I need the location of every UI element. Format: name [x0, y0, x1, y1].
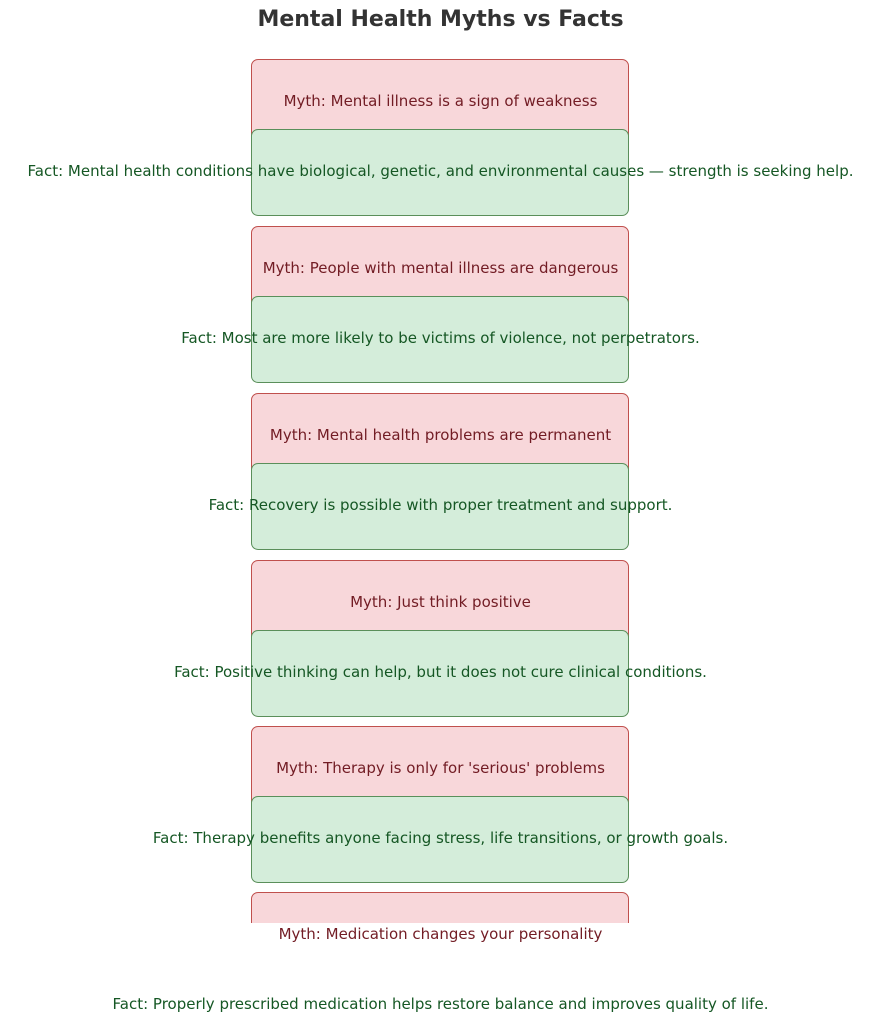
fact-box: [251, 129, 629, 216]
clipped-box-region: [0, 892, 881, 923]
fact-box: [251, 463, 629, 550]
myth-text: Myth: People with mental illness are dan…: [262, 259, 619, 277]
myth-fact-pair-1: Myth: Mental illness is a sign of weakne…: [0, 59, 881, 217]
fact-box: [251, 630, 629, 717]
myth-text: Myth: Medication changes your personalit…: [278, 925, 603, 943]
myth-fact-pair-3: Myth: Mental health problems are permane…: [0, 393, 881, 551]
fact-text: Fact: Therapy benefits anyone facing str…: [152, 829, 729, 847]
fact-text: Fact: Mental health conditions have biol…: [27, 162, 854, 180]
myth-text: Myth: Mental illness is a sign of weakne…: [283, 92, 598, 110]
fact-box: [251, 796, 629, 883]
myth-fact-pair-2: Myth: People with mental illness are dan…: [0, 226, 881, 384]
myth-text: Myth: Therapy is only for 'serious' prob…: [276, 759, 605, 777]
myth-text: Myth: Just think positive: [350, 593, 531, 611]
fact-box: [251, 296, 629, 383]
page-title: Mental Health Myths vs Facts: [257, 7, 624, 32]
fact-text: Fact: Recovery is possible with proper t…: [208, 496, 673, 514]
myth-text: Myth: Mental health problems are permane…: [269, 426, 612, 444]
fact-text: Fact: Properly prescribed medication hel…: [112, 995, 769, 1013]
myth-fact-pair-5: Myth: Therapy is only for 'serious' prob…: [0, 726, 881, 884]
myth-fact-pair-6: Myth: Medication changes your personalit…: [0, 892, 881, 1024]
myth-fact-pair-4: Myth: Just think positive Fact: Positive…: [0, 560, 881, 718]
fact-text: Fact: Most are more likely to be victims…: [181, 329, 700, 347]
fact-text: Fact: Positive thinking can help, but it…: [174, 663, 707, 681]
myth-box: [251, 892, 629, 923]
